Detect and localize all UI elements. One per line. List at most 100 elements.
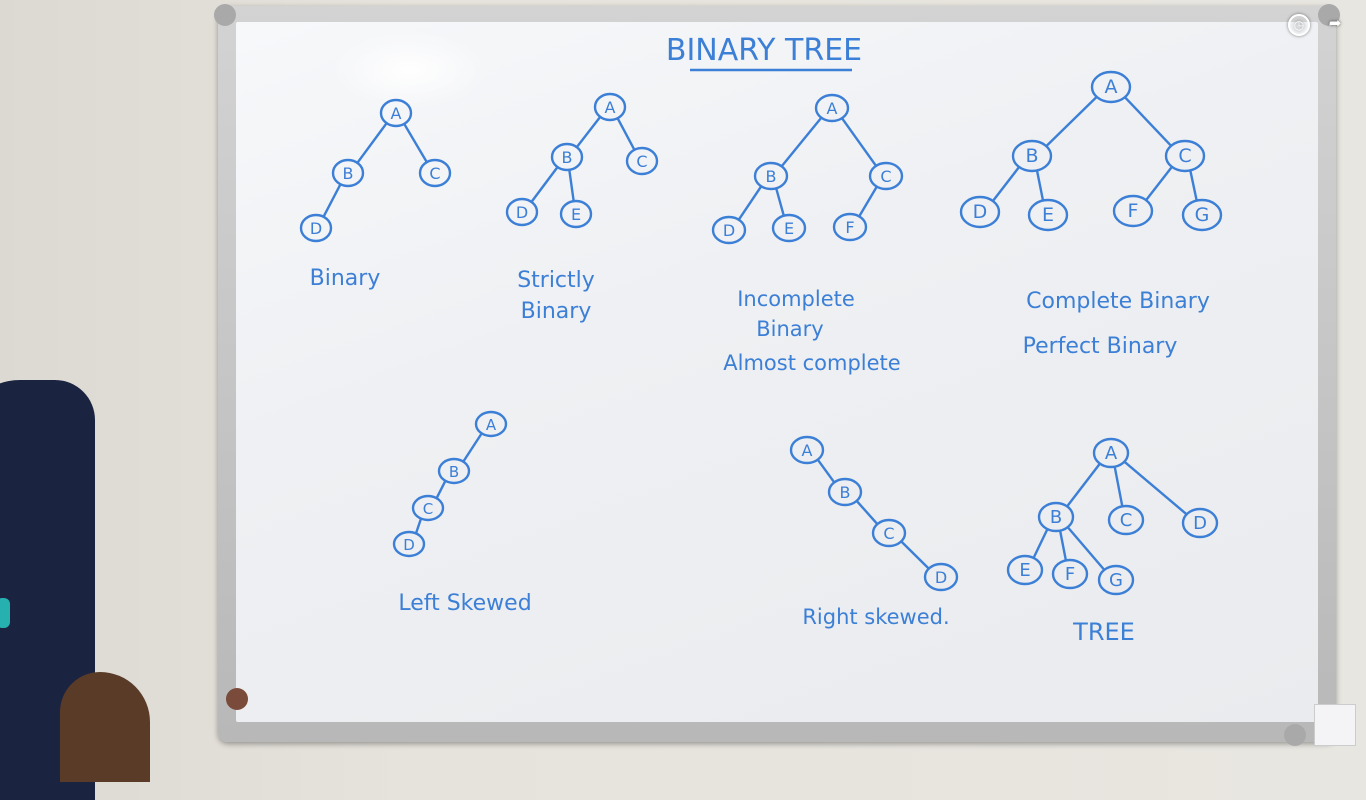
node-label: C [429, 164, 440, 183]
share-icon[interactable]: ➦ [1328, 14, 1342, 32]
tree-node: F [1051, 558, 1089, 590]
node-label: C [636, 152, 647, 171]
tree-node: B [1011, 139, 1053, 173]
node-circle [1181, 507, 1219, 539]
whiteboard-surface [236, 22, 1318, 722]
node-circle [474, 410, 508, 438]
tree-node: A [379, 98, 413, 128]
tree-edge [900, 540, 930, 570]
node-circle [411, 494, 445, 522]
node-label: B [1025, 145, 1038, 167]
node-label: C [883, 524, 894, 543]
tree-edge [1066, 462, 1101, 508]
node-label: F [1065, 564, 1075, 585]
node-circle [1027, 198, 1069, 232]
tree-caption: Almost complete [723, 351, 900, 375]
node-label: E [784, 219, 794, 238]
tree-edge [1032, 528, 1049, 559]
node-circle [1164, 139, 1206, 173]
node-circle [550, 142, 584, 172]
tree-edge [568, 169, 575, 202]
node-label: G [1195, 204, 1210, 226]
node-label: B [1050, 507, 1062, 528]
tree-edge [858, 185, 878, 218]
tree-edge [1145, 166, 1173, 201]
node-circle [827, 477, 863, 507]
node-circle [1090, 70, 1132, 104]
tree-binary: A B C D Binary [299, 98, 452, 291]
tree-node: E [1006, 554, 1044, 586]
clock-icon[interactable]: ◷ [1288, 14, 1310, 36]
channel-logo [1314, 704, 1356, 746]
node-label: C [880, 167, 891, 186]
node-circle [1011, 139, 1053, 173]
node-circle [832, 212, 868, 242]
tree-edge [1124, 96, 1172, 147]
tree-caption: TREE [1072, 618, 1135, 646]
node-circle [1037, 501, 1075, 533]
tree-node: E [1027, 198, 1069, 232]
node-circle [1112, 194, 1154, 228]
node-label: A [605, 98, 616, 117]
frame-corner [226, 688, 248, 710]
node-label: D [1193, 513, 1207, 534]
tree-edge [462, 432, 483, 463]
tree-node: B [550, 142, 584, 172]
node-label: E [1019, 560, 1030, 581]
tree-edge [1058, 530, 1068, 561]
tree-node: C [868, 161, 904, 191]
node-label: E [571, 205, 581, 224]
tree-edge [616, 117, 636, 151]
tree-node: A [789, 435, 825, 465]
frame-corner [214, 4, 236, 26]
tree-node: E [771, 213, 807, 243]
node-label: F [845, 218, 854, 237]
tree-node: C [1164, 139, 1206, 173]
node-label: G [1109, 570, 1123, 591]
light-glare [330, 30, 490, 110]
node-circle [711, 215, 747, 245]
tree-node: D [299, 213, 333, 243]
node-circle [299, 213, 333, 243]
tree-edge [841, 117, 877, 167]
node-circle [1051, 558, 1089, 590]
node-circle [392, 530, 426, 558]
tree-node: D [505, 197, 539, 227]
node-label: B [449, 463, 459, 481]
node-label: B [840, 483, 851, 502]
node-circle [789, 435, 825, 465]
tree-node: B [827, 477, 863, 507]
node-label: D [935, 568, 947, 587]
tree-edge [403, 123, 428, 163]
node-label: E [1042, 204, 1054, 226]
presenter-badge [0, 598, 10, 628]
tree-node: D [711, 215, 747, 245]
tree-node: C [1107, 504, 1145, 536]
presenter-arm [60, 672, 150, 782]
node-label: B [343, 164, 354, 183]
tree-node: A [1090, 70, 1132, 104]
node-circle [1006, 554, 1044, 586]
node-label: B [766, 167, 777, 186]
node-circle [625, 146, 659, 176]
tree-caption: Strictly [517, 268, 595, 293]
tree-edge [1123, 460, 1188, 516]
tree-edge [322, 183, 342, 218]
tree-node: G [1097, 564, 1135, 596]
tree-node: F [1112, 194, 1154, 228]
node-label: D [723, 221, 735, 240]
node-label: A [391, 104, 402, 123]
tree-node: F [832, 212, 868, 242]
node-label: D [310, 219, 322, 238]
tree-node: B [437, 457, 471, 485]
tree-caption: Right skewed. [802, 605, 949, 629]
node-circle [923, 562, 959, 592]
node-circle [437, 457, 471, 485]
node-circle [871, 518, 907, 548]
node-label: A [827, 99, 838, 118]
node-circle [1092, 437, 1130, 469]
tree-node: B [331, 158, 365, 188]
tree-edge [1189, 170, 1198, 201]
tree-caption: Binary [310, 266, 381, 291]
